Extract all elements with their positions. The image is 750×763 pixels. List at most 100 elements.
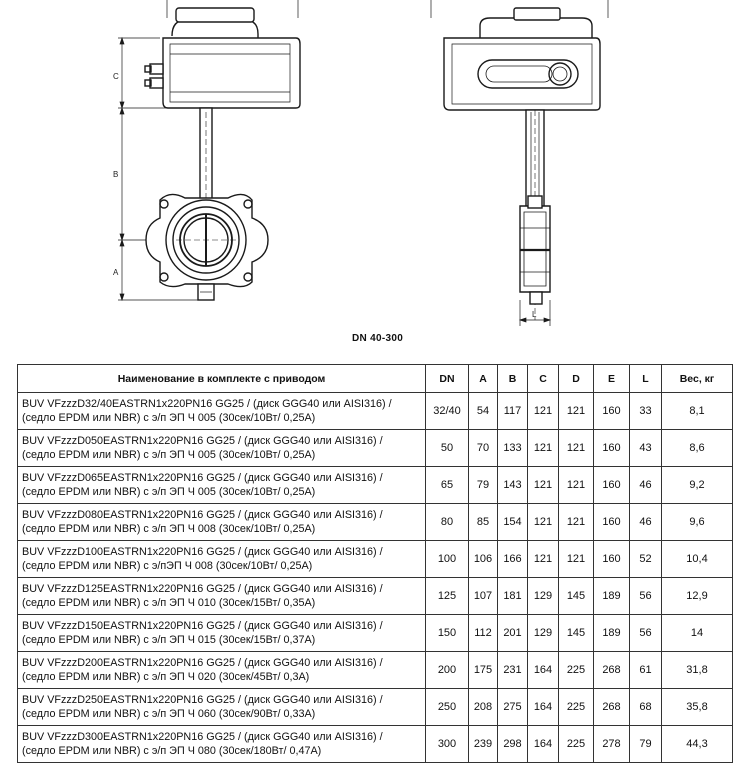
table-row: BUV VFzzzD150EASTRN1x220PN16 GG25 / (дис… <box>17 614 733 652</box>
cell-b: 298 <box>497 725 528 763</box>
cell-product-name: BUV VFzzzD100EASTRN1x220PN16 GG25 / (дис… <box>17 540 426 578</box>
cell-product-name: BUV VFzzzD080EASTRN1x220PN16 GG25 / (дис… <box>17 503 426 541</box>
cell-weight: 8,6 <box>661 429 733 467</box>
header-d: D <box>558 364 594 393</box>
cell-c: 129 <box>527 614 559 652</box>
table-row: BUV VFzzzD080EASTRN1x220PN16 GG25 / (дис… <box>17 503 733 541</box>
cell-e: 160 <box>593 429 630 467</box>
header-e: E <box>593 364 630 393</box>
table-row: BUV VFzzzD050EASTRN1x220PN16 GG25 / (дис… <box>17 429 733 467</box>
product-name-line-2: (седло EPDM или NBR) с э/п ЭП Ч 008 (30с… <box>22 523 316 535</box>
header-a: A <box>468 364 498 393</box>
cell-weight: 14 <box>661 614 733 652</box>
dim-label-a: A <box>113 268 119 277</box>
cell-b: 117 <box>497 392 528 430</box>
header-c: C <box>527 364 559 393</box>
cell-weight: 9,2 <box>661 466 733 504</box>
cell-l: 56 <box>629 614 662 652</box>
cell-l: 46 <box>629 466 662 504</box>
cell-c: 164 <box>527 688 559 726</box>
cell-dn: 125 <box>425 577 469 615</box>
product-name-line-2: (седло EPDM или NBR) с э/п ЭП Ч 005 (30с… <box>22 449 316 461</box>
cell-l: 33 <box>629 392 662 430</box>
cell-c: 164 <box>527 651 559 689</box>
cell-b: 181 <box>497 577 528 615</box>
product-name-line-2: (седло EPDM или NBR) с э/пЭП Ч 008 (30се… <box>22 560 313 572</box>
product-name-line-2: (седло EPDM или NBR) с э/п ЭП Ч 020 (30с… <box>22 671 310 683</box>
product-name-line-1: BUV VFzzzD32/40EASTRN1x220PN16 GG25 / (д… <box>22 398 392 410</box>
table-row: BUV VFzzzD200EASTRN1x220PN16 GG25 / (дис… <box>17 651 733 689</box>
cell-b: 166 <box>497 540 528 578</box>
table-row: BUV VFzzzD125EASTRN1x220PN16 GG25 / (дис… <box>17 577 733 615</box>
cell-dn: 50 <box>425 429 469 467</box>
cell-b: 143 <box>497 466 528 504</box>
cell-product-name: BUV VFzzzD32/40EASTRN1x220PN16 GG25 / (д… <box>17 392 426 430</box>
cell-l: 43 <box>629 429 662 467</box>
cell-product-name: BUV VFzzzD065EASTRN1x220PN16 GG25 / (дис… <box>17 466 426 504</box>
valve-drawing-svg <box>118 0 609 326</box>
cell-d: 145 <box>558 577 594 615</box>
dim-label-b: B <box>113 170 119 179</box>
cell-b: 275 <box>497 688 528 726</box>
product-name-line-1: BUV VFzzzD100EASTRN1x220PN16 GG25 / (дис… <box>22 546 383 558</box>
cell-l: 56 <box>629 577 662 615</box>
cell-d: 121 <box>558 503 594 541</box>
cell-l: 68 <box>629 688 662 726</box>
cell-a: 208 <box>468 688 498 726</box>
cell-a: 175 <box>468 651 498 689</box>
table-row: BUV VFzzzD300EASTRN1x220PN16 GG25 / (дис… <box>17 725 733 763</box>
table-row: BUV VFzzzD065EASTRN1x220PN16 GG25 / (дис… <box>17 466 733 504</box>
cell-e: 160 <box>593 540 630 578</box>
cell-product-name: BUV VFzzzD150EASTRN1x220PN16 GG25 / (дис… <box>17 614 426 652</box>
product-name-line-1: BUV VFzzzD050EASTRN1x220PN16 GG25 / (дис… <box>22 435 383 447</box>
cell-weight: 12,9 <box>661 577 733 615</box>
cell-l: 46 <box>629 503 662 541</box>
product-name-line-2: (седло EPDM или NBR) с э/п ЭП Ч 060 (30с… <box>22 708 316 720</box>
cell-d: 225 <box>558 725 594 763</box>
cell-d: 145 <box>558 614 594 652</box>
header-name: Наименование в комплекте с приводом <box>17 364 426 393</box>
cell-d: 225 <box>558 651 594 689</box>
cell-c: 121 <box>527 466 559 504</box>
cell-e: 160 <box>593 392 630 430</box>
cell-b: 201 <box>497 614 528 652</box>
cell-e: 268 <box>593 688 630 726</box>
table-row: BUV VFzzzD250EASTRN1x220PN16 GG25 / (дис… <box>17 688 733 726</box>
cell-a: 106 <box>468 540 498 578</box>
cell-d: 121 <box>558 392 594 430</box>
table-header-row: Наименование в комплекте с приводом DN A… <box>17 364 733 393</box>
cell-d: 121 <box>558 429 594 467</box>
cell-b: 231 <box>497 651 528 689</box>
dim-label-c: C <box>113 72 119 81</box>
product-name-line-2: (седло EPDM или NBR) с э/п ЭП Ч 005 (30с… <box>22 412 316 424</box>
cell-dn: 200 <box>425 651 469 689</box>
cell-a: 239 <box>468 725 498 763</box>
cell-e: 189 <box>593 577 630 615</box>
cell-dn: 32/40 <box>425 392 469 430</box>
cell-dn: 250 <box>425 688 469 726</box>
product-name-line-2: (седло EPDM или NBR) с э/п ЭП Ч 010 (30с… <box>22 597 316 609</box>
header-dn: DN <box>425 364 469 393</box>
cell-product-name: BUV VFzzzD200EASTRN1x220PN16 GG25 / (дис… <box>17 651 426 689</box>
cell-a: 85 <box>468 503 498 541</box>
cell-b: 133 <box>497 429 528 467</box>
table-row: BUV VFzzzD100EASTRN1x220PN16 GG25 / (дис… <box>17 540 733 578</box>
cell-e: 160 <box>593 503 630 541</box>
product-name-line-1: BUV VFzzzD300EASTRN1x220PN16 GG25 / (дис… <box>22 731 383 743</box>
header-l: L <box>629 364 662 393</box>
cell-a: 70 <box>468 429 498 467</box>
front-view <box>118 0 301 302</box>
cell-c: 121 <box>527 503 559 541</box>
cell-d: 121 <box>558 466 594 504</box>
cell-a: 112 <box>468 614 498 652</box>
product-name-line-1: BUV VFzzzD065EASTRN1x220PN16 GG25 / (дис… <box>22 472 383 484</box>
product-name-line-2: (седло EPDM или NBR) с э/п ЭП Ч 015 (30с… <box>22 634 316 646</box>
spec-table: Наименование в комплекте с приводом DN A… <box>17 364 733 763</box>
table-body: BUV VFzzzD32/40EASTRN1x220PN16 GG25 / (д… <box>17 392 733 763</box>
cell-dn: 300 <box>425 725 469 763</box>
cell-c: 164 <box>527 725 559 763</box>
cell-c: 121 <box>527 429 559 467</box>
cell-d: 121 <box>558 540 594 578</box>
cell-dn: 100 <box>425 540 469 578</box>
dim-label-l: L <box>532 310 537 319</box>
